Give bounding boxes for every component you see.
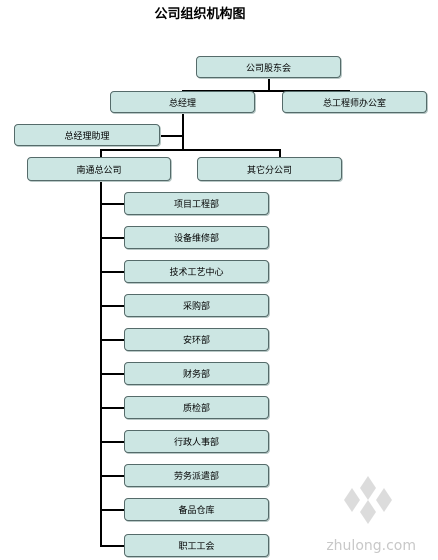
node-nantong-branch: 南通总公司 [27, 157, 171, 181]
branch-line [100, 441, 124, 443]
dept-box: 采购部 [124, 294, 269, 317]
node-general-manager: 总经理 [110, 91, 255, 113]
connector [279, 149, 281, 157]
branch-line [100, 203, 124, 205]
dept-box: 行政人事部 [124, 430, 269, 453]
branch-line [100, 373, 124, 375]
branch-line [100, 545, 124, 547]
dept-box: 财务部 [124, 362, 269, 385]
node-chief-engineer-office: 总工程师办公室 [282, 91, 427, 113]
branch-line [100, 509, 124, 511]
watermark-logo-icon [344, 476, 392, 524]
connector [268, 78, 270, 91]
dept-box: 质检部 [124, 396, 269, 419]
dept-box: 安环部 [124, 328, 269, 351]
dept-box: 项目工程部 [124, 192, 269, 215]
dept-box: 备品仓库 [124, 498, 269, 521]
branch-line [100, 407, 124, 409]
node-other-branches: 其它分公司 [197, 157, 342, 181]
connector [100, 181, 102, 546]
watermark-text: zhulong.com [326, 538, 416, 554]
dept-box: 技术工艺中心 [124, 260, 269, 283]
node-gm-assistant: 总经理助理 [14, 124, 160, 146]
dept-box: 职工工会 [124, 534, 269, 557]
connector [100, 149, 280, 151]
branch-line [100, 339, 124, 341]
branch-line [100, 271, 124, 273]
branch-line [100, 475, 124, 477]
connector [160, 135, 183, 137]
dept-box: 劳务派遣部 [124, 464, 269, 487]
dept-box: 设备维修部 [124, 226, 269, 249]
branch-line [100, 305, 124, 307]
connector [100, 149, 102, 157]
branch-line [100, 237, 124, 239]
connector [182, 90, 349, 92]
node-board: 公司股东会 [196, 56, 341, 78]
chart-title: 公司组织机构图 [154, 7, 246, 22]
connector [182, 90, 184, 150]
